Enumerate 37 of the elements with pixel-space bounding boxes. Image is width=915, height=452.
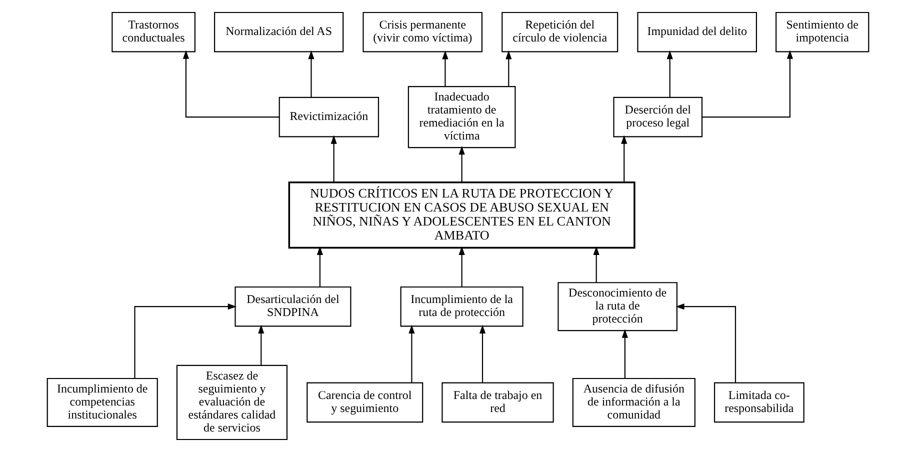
arrow <box>675 304 736 383</box>
arrow <box>182 50 279 118</box>
arrow <box>316 246 322 287</box>
arrow <box>458 246 464 287</box>
node-box: Inadecuado tratamiento de remediación en la víctima <box>407 86 516 148</box>
node-box: Escasez de seguimiento y evaluación de estándares calidad de servicios <box>176 364 288 440</box>
arrow <box>408 324 414 383</box>
node-box: Desarticulación del SNDPINA <box>234 286 351 327</box>
node-box: Impunidad del delito <box>636 12 756 52</box>
node-box: Desconocimiento de la ruta de protección <box>557 282 677 332</box>
node-box: Falta de trabajo en red <box>441 382 554 423</box>
arrow <box>134 304 236 378</box>
node-box: Crisis permanente (vivir como víctima) <box>362 12 482 52</box>
node-box: Trastornos conductuales <box>111 12 195 52</box>
node-box: Ausencia de difusión de información a la comunidad <box>572 378 695 427</box>
node-box: Incumplimiento de la ruta de protección <box>400 286 523 327</box>
arrow <box>478 324 486 383</box>
arrow <box>258 324 264 366</box>
node-box: NUDOS CRÍTICOS EN LA RUTA DE PROTECCION Y RESTITUCION EN CASOS DE ABUSO SEXUAL EN NIÑOS, NIÑAS Y ADOLESCENTES EN EL CANTON AMBATO <box>288 182 635 249</box>
node-box: Repetición del círculo de violencia <box>501 12 618 52</box>
node-box: Carencia de control y seguimiento <box>306 382 423 423</box>
arrow <box>442 50 448 86</box>
arrow <box>621 329 628 378</box>
arrow <box>666 50 672 98</box>
node-box: Revictimización <box>278 96 379 138</box>
arrow <box>592 246 599 283</box>
arrow <box>308 50 314 98</box>
arrow <box>702 50 792 118</box>
arrow <box>458 146 464 182</box>
node-box: Sentimiento de impotencia <box>775 12 869 52</box>
node-box: Incumplimiento de competencias institucionales <box>46 378 158 427</box>
node-box: Limitada co-responsabilida <box>713 382 804 423</box>
arrow <box>620 135 627 182</box>
arrow <box>505 50 512 86</box>
arrow <box>330 135 336 182</box>
node-box: Normalización del AS <box>214 12 344 52</box>
node-box: Deserción del proceso legal <box>612 96 702 138</box>
